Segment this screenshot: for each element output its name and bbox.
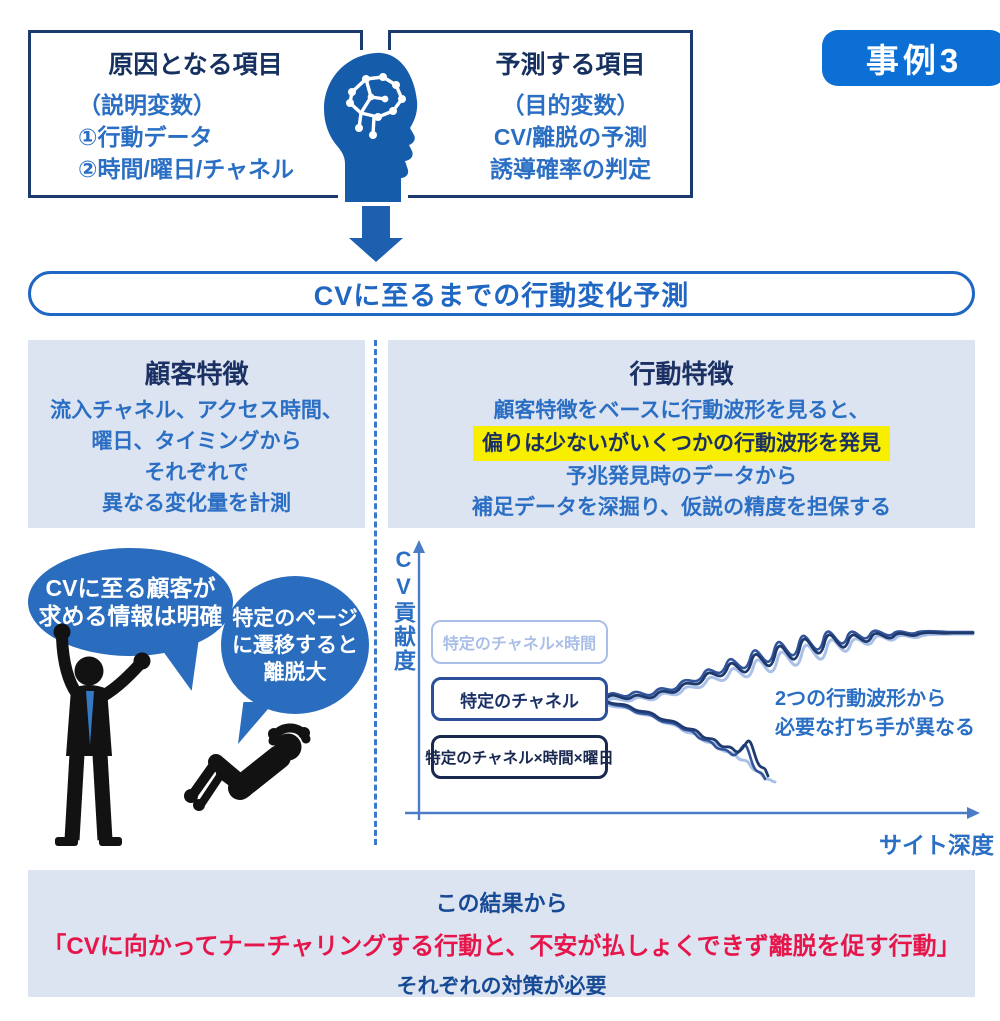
case-number-badge: 事例3 [822,30,1000,86]
behavior-wave-chart: CV貢献度 サイト深度 特定のチャネル×時間 特定のチャネル 特定のチャネル×時… [385,535,1000,865]
conclusion-intro: この結果から [435,891,568,916]
behavior-feature-panel: 行動特徴 顧客特徴をベースに行動波形を見ると、 偏りは少ないがいくつかの行動波形… [388,340,975,528]
bubble2-line: 特定のページ [232,606,358,630]
behavior-panel-line: 顧客特徴をベースに行動波形を見ると、 [493,399,870,422]
series-label-channel-time: 特定のチャネル×時間 [431,620,608,664]
predict-line: 誘導確率の判定 [490,156,651,182]
brain-circuit-head-icon [316,50,425,202]
conclusion-box: この結果から 「CVに向かってナーチャリングする行動と、不安が払しょくできず離脱… [28,870,975,998]
customer-panel-line: 流入チャネル、アクセス時間、 [50,399,343,422]
behavior-panel-highlight: 偏りは少ないがいくつかの行動波形を発見 [473,426,890,461]
cause-box: 原因となる項目 （説明変数） ①行動データ ②時間/曜日/チャネル [28,30,363,198]
banner-label: CVに至るまでの行動変化予測 [313,281,690,311]
conclusion-outro: それぞれの対策が必要 [396,975,607,998]
people-silhouettes [53,623,311,846]
customer-feature-panel: 顧客特徴 流入チャネル、アクセス時間、 曜日、タイミングから それぞれで 異なる… [28,340,365,528]
bubble1-line: CVに至る顧客が [45,575,216,601]
behavior-panel-line: 補足データを深掘り、仮説の精度を担保する [471,496,892,519]
cheering-man-silhouette [53,623,151,846]
cause-line: ②時間/曜日/チャネル [78,156,295,182]
chart-annotation: 2つの行動波形から 必要な打ち手が異なる [775,685,975,743]
customer-panel-line: 曜日、タイミングから [91,430,302,453]
cause-line: （説明変数） [78,92,216,118]
bubble1-line: 求める情報は明確 [38,603,223,629]
chart-annotation-line: 必要な打ち手が異なる [775,717,975,739]
bubble2-line: 離脱大 [263,660,327,684]
customer-panel-line: それぞれで [144,461,249,484]
predict-line: CV/離脱の予測 [493,124,648,150]
customer-panel-title: 顧客特徴 [144,359,249,389]
behavior-panel-title: 行動特徴 [629,359,734,389]
dashed-divider [374,340,377,845]
customer-panel-line: 異なる変化量を計測 [102,492,291,515]
down-arrow-icon [362,206,390,239]
chart-annotation-line: 2つの行動波形から [775,688,947,710]
fallen-person-silhouette [184,723,311,811]
case-number-label: 事例3 [865,42,963,79]
predict-line: （目的変数） [501,92,640,118]
predict-box-title: 予測する項目 [495,51,646,79]
chart-y-axis-label: CV貢献度 [391,547,416,673]
chart-x-axis-label: サイト深度 [879,832,994,858]
cause-line: ①行動データ [78,124,213,150]
series-label-channel-time-day: 特定のチャネル×時間×曜日 [425,735,614,779]
bubble2-line: に遷移すると [232,633,358,657]
speech-bubble-exit-page: 特定のページ に遷移すると 離脱大 [221,576,369,714]
series-label-channel: 特定のチャネル [431,677,608,721]
conclusion-key-statement: 「CVに向かってナーチャリングする行動と、不安が払しょくできず離脱を促す行動」 [42,933,961,960]
cause-box-title: 原因となる項目 [108,51,283,79]
predict-box: 予測する項目 （目的変数） CV/離脱の予測 誘導確率の判定 [388,30,693,198]
down-arrow-icon-head [349,238,403,262]
chart-canvas [405,540,980,820]
behavior-panel-line: 予兆発見時のデータから [566,465,797,488]
behavior-waveforms [606,629,975,784]
banner-pill: CVに至るまでの行動変化予測 [28,271,975,316]
